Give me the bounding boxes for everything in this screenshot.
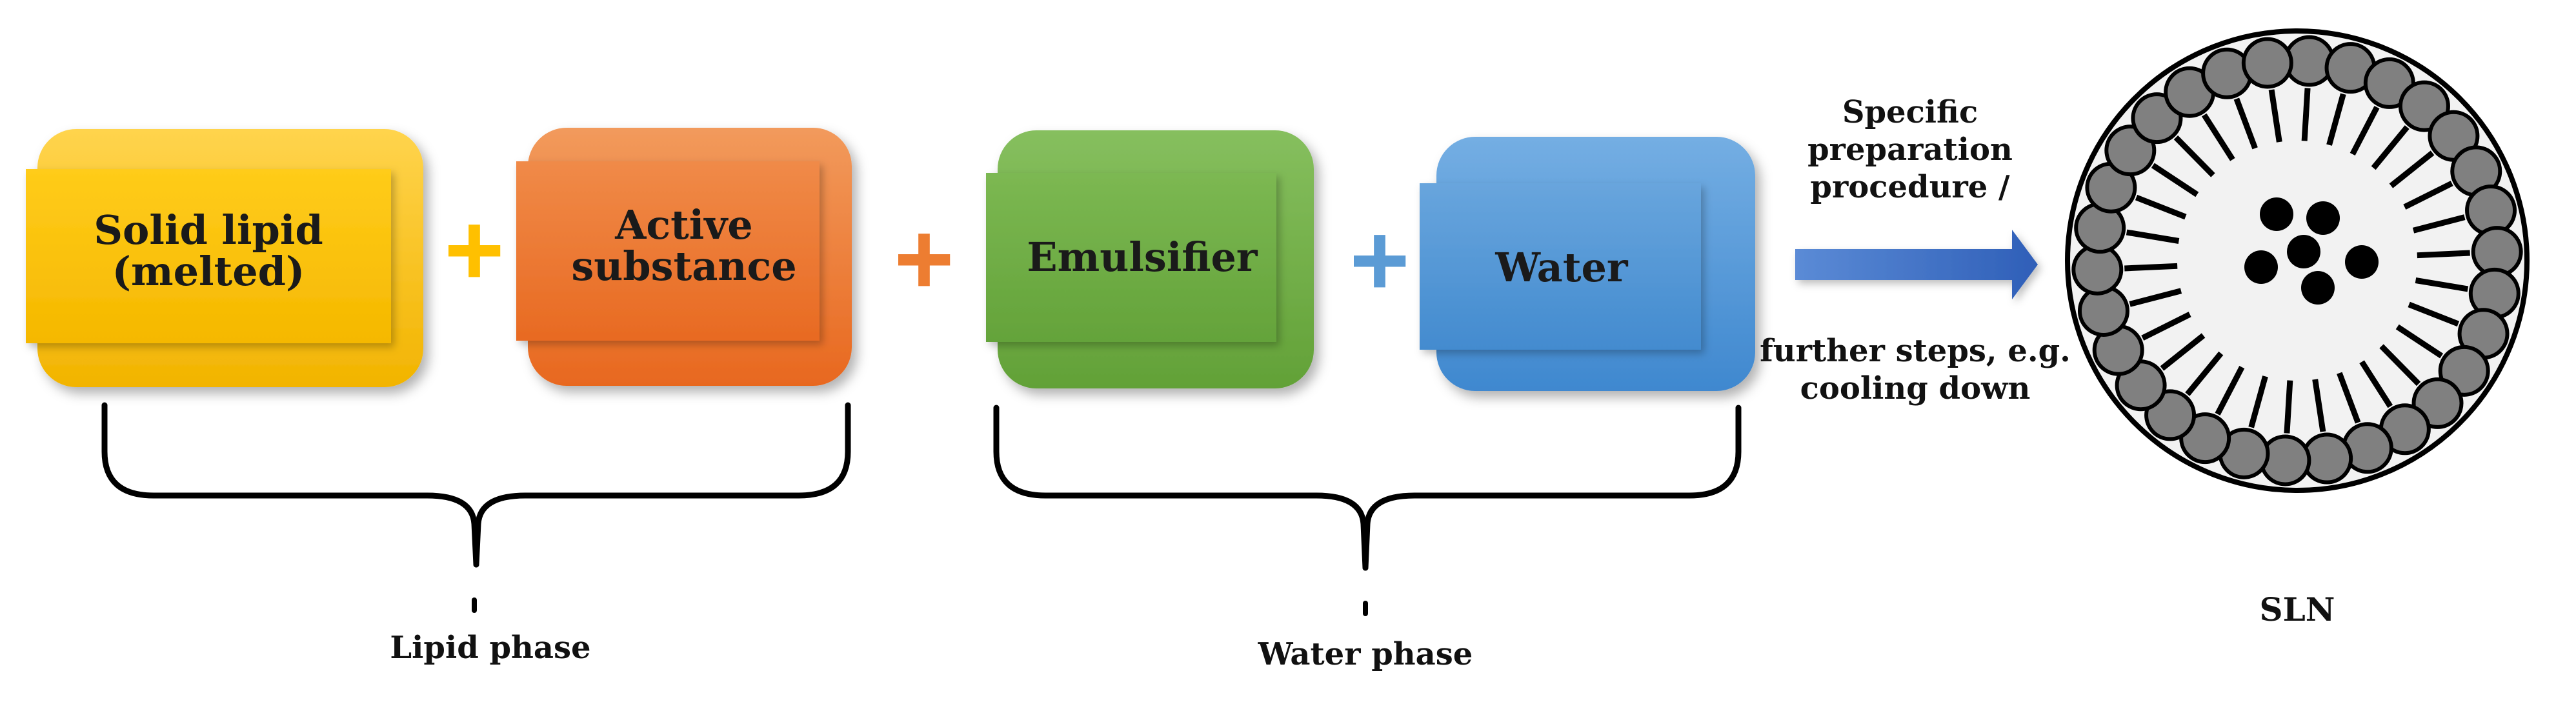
emulsifier-tail [2268,89,2282,143]
emulsifier-tail [2312,379,2326,432]
process-text-line1: Specific [1842,94,1978,130]
emulsifier-tail [2371,125,2410,170]
emulsifier-layer [2071,35,2523,486]
drug-dot-5 [2345,245,2379,279]
drug-dot-2 [2306,201,2340,235]
emulsifier-tail [2337,372,2361,424]
drug-dot-4 [2287,235,2320,268]
emulsifier-tail [2350,106,2380,155]
emulsifier-tail [2403,181,2453,210]
emulsifier-tail [2284,380,2293,434]
plus-icon-3: + [1349,202,1409,317]
emulsifier-tail [2417,250,2470,259]
emulsifier-tail [2151,163,2199,197]
active-substance-core [2244,197,2379,305]
emulsifier-tail [2326,93,2346,146]
active-substance-label-line2: substance [571,243,796,290]
emulsifier-tail [2412,214,2466,234]
process-text-line5: cooling down [1800,370,2031,406]
emulsifier-tail [2215,366,2245,416]
emulsifier-head [2241,37,2293,89]
water-phase-label: Water phase [1258,636,1473,672]
emulsifier-tail [2301,88,2311,141]
emulsifier-tail [2201,113,2235,161]
emulsifier-tail [2359,360,2393,408]
emulsifier-tail [2379,344,2421,386]
plus-icon-1: + [444,192,504,307]
water-phase-brace [993,405,1742,616]
plus-sign-1: + [444,192,504,307]
emulsifier-tail [2129,288,2182,307]
emulsifier-tail [2126,229,2180,244]
emulsifier-tail [2415,277,2469,292]
sln-label: SLN [2260,590,2335,628]
solid-lipid-box: Solid lipid (melted) [26,129,423,387]
solid-lipid-label-line2: (melted) [112,248,305,295]
process-text-line2: preparation [1807,132,2013,168]
emulsifier-tail [2233,97,2258,150]
solid-lipid-label-line1: Solid lipid [94,206,323,254]
emulsifier-tail [2135,194,2187,220]
right-arrow-icon [1795,230,2038,299]
drug-dot-6 [2301,271,2335,305]
drug-dot-1 [2260,197,2293,231]
active-substance-box: Active substance [516,128,852,386]
emulsifier-box: Emulsifier [986,130,1314,388]
emulsifier-tail [2248,376,2268,428]
emulsifier-tail [2395,324,2444,359]
drug-dot-3 [2244,250,2278,284]
active-substance-label-line1: Active [614,201,753,248]
plus-sign-3: + [1349,202,1409,317]
emulsifier-tail [2173,135,2215,177]
plus-sign-2: + [894,201,954,316]
emulsifier-tail [2185,351,2224,396]
water-label: Water [1494,244,1628,291]
lipid-phase-brace [101,402,851,613]
emulsifier-label: Emulsifier [1027,234,1258,281]
emulsifier-tail [2160,333,2206,371]
emulsifier-tail [2389,150,2435,188]
lipid-phase-label: Lipid phase [390,630,590,666]
emulsifier-tail [2141,312,2191,341]
sln-particle [2065,28,2530,493]
process-arrow [1795,230,2038,299]
emulsifier-tail [2408,301,2460,327]
process-text-line3: procedure / [1810,169,2010,205]
plus-icon-2: + [894,201,954,316]
emulsifier-tail [2124,263,2178,272]
water-box: Water [1420,137,1755,391]
process-text-line4: further steps, e.g. [1760,333,2071,369]
